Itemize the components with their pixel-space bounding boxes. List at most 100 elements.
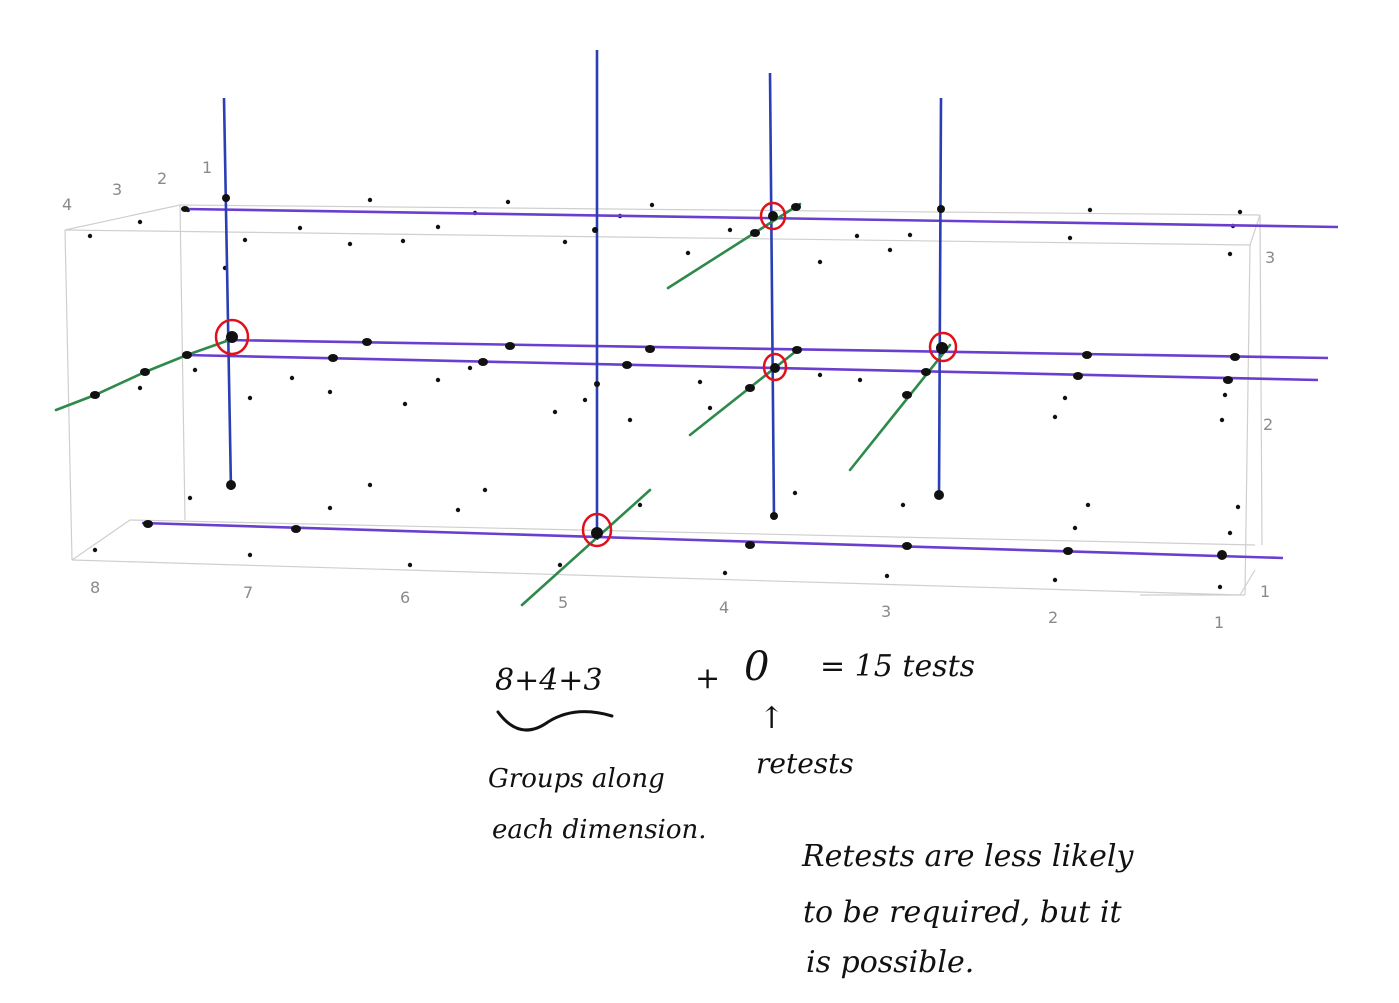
line-dot [745,384,755,392]
line-dot [770,512,778,520]
grid-point [1227,251,1233,257]
right-vertical-tick: 1 [1260,582,1270,601]
grid-point [407,562,413,568]
line-dot [478,358,488,366]
grid-point [562,239,568,245]
grid-point [92,547,98,553]
positive-markers [214,201,958,548]
formula-total: = 15 tests [820,649,975,684]
note-line2: to be required, but it [803,895,1122,930]
line-dot [1223,376,1233,384]
grid-point [1052,414,1058,420]
bottom-tick: 5 [558,593,568,612]
grid-point [289,375,295,381]
box-back-bottom [129,519,1256,546]
line-dot [750,229,760,237]
bottom-axis-ticks: 8 7 6 5 4 3 2 1 [90,578,1224,632]
diagonal-line-far-right [848,343,952,472]
positive-marker [214,318,250,356]
retest-arrow: ↑ [759,701,784,736]
grid-point [1085,502,1091,508]
vertical-line-1 [222,97,233,491]
grid-point [817,259,823,265]
grid-point [907,232,913,238]
grid-point [137,385,143,391]
right-vertical-tick: 2 [1263,415,1273,434]
line-dot [645,345,655,353]
grid-point [697,379,703,385]
grid-point [1219,417,1225,423]
line-dot [594,381,600,387]
box-left-top-depth [64,204,181,231]
grid-point [685,250,691,256]
grid-point [187,495,193,501]
grid-point [1227,530,1233,536]
grid-point [557,562,563,568]
box-left-back-vertical [179,204,186,521]
grid-point [137,219,143,225]
grid-point [347,241,353,247]
note-line1: Retests are less likely [801,839,1134,874]
horizontal-line-middle-front [184,353,1319,382]
bottom-tick: 7 [243,583,253,602]
line-dot [226,480,236,490]
line-dot [792,346,802,354]
grid-point [247,395,253,401]
grid-point [242,237,248,243]
grid-point [400,238,406,244]
grid-bounding-box [64,204,1263,596]
box-left-bottom-depth [71,519,131,561]
grid-point [482,487,488,493]
line-dot [505,342,515,350]
grid-point [1052,577,1058,583]
bottom-tick: 6 [400,588,410,607]
positive-marker [759,201,787,231]
grid-point [854,233,860,239]
note-line3: is possible. [806,945,974,980]
bottom-tick: 4 [719,598,729,617]
grid-point [1237,209,1243,215]
box-right-bottom-depth [1239,569,1256,596]
horizontal-lines [141,207,1339,560]
box-right-top-depth [1249,214,1261,246]
grid-point [552,409,558,415]
grid-point [505,199,511,205]
vertical-lines [222,50,943,540]
line-dot [921,368,931,376]
grid-point [1067,235,1073,241]
grid-point [727,227,733,233]
line-dot [902,391,912,399]
line-dot [90,391,100,399]
grid-point [247,552,253,558]
line-dot [328,354,338,362]
diagonal-line-top-right [666,202,802,290]
grid-point [367,197,373,203]
bottom-tick: 1 [1214,613,1224,632]
depth-tick: 3 [112,180,122,199]
formula-grouped: 8+4+3 [495,663,603,698]
line-dot [362,338,372,346]
grid-point [722,570,728,576]
line-dot [140,368,150,376]
grid-point [707,405,713,411]
line-dot [291,525,301,533]
groups-label-line2: each dimension. [492,815,707,845]
grid-points [87,197,1243,590]
grid-point [1087,207,1093,213]
right-vertical-tick: 3 [1265,248,1275,267]
bottom-tick: 8 [90,578,100,597]
grid-point [192,367,198,373]
depth-axis-ticks: 4 3 2 1 [62,158,212,214]
bottom-tick: 3 [881,602,891,621]
box-left-front-vertical [64,229,73,561]
grid-point [327,505,333,511]
box-right-front-vertical [1244,244,1251,596]
grouping-brace [496,710,614,732]
line-dot [222,194,230,202]
grid-point [435,224,441,230]
line-dot [181,206,189,212]
grid-point [435,377,441,383]
grid-point [1222,392,1228,398]
line-dot [182,351,192,359]
grid-point [792,490,798,496]
